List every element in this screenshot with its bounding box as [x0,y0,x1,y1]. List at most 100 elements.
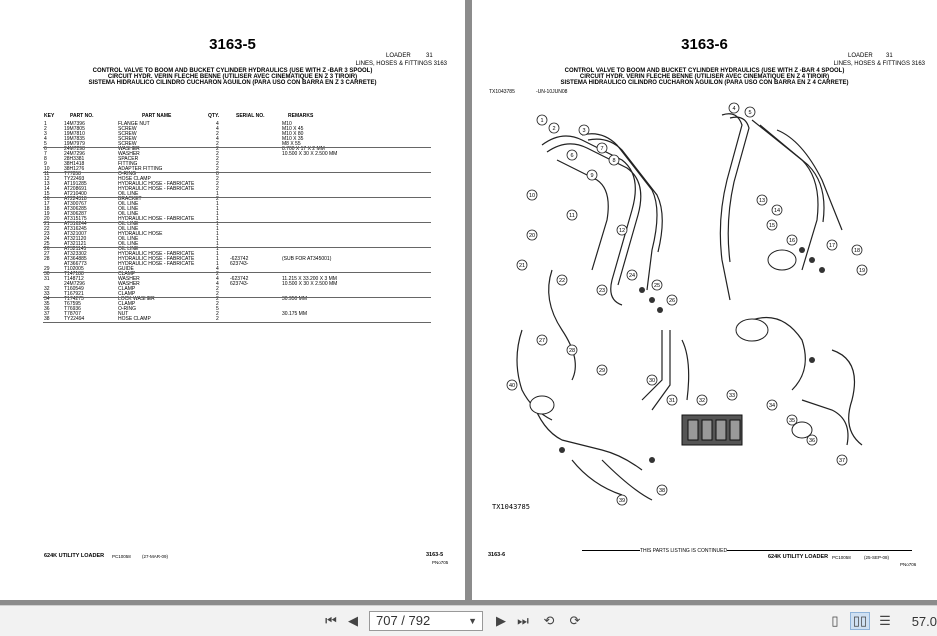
row-key: 36 [44,306,50,312]
row-part-no: T77858 [64,171,81,177]
row-key: 34 [44,296,50,302]
row-qty: 2 [216,291,219,297]
row-part-name: SCREW [118,131,137,137]
row-part-name: SCREW [118,136,137,142]
row-qty: 2 [216,311,219,317]
svg-text:11: 11 [569,213,575,219]
row-key: 12 [44,176,50,182]
row-part-name: OIL LINE [118,191,139,197]
subsection-label: LINES, HOSES & FITTINGS 3163 [355,61,447,67]
first-page-icon[interactable]: ⏮ [325,613,337,628]
row-key: 8 [44,156,47,162]
scroll-icon[interactable]: ☰ [879,613,891,628]
callout-5: 5 [744,106,756,118]
description-es: SISTEMA HIDRAULICO CILINDRO CUCHARON AGU… [560,80,849,86]
description-en: CONTROL VALVE TO BOOM AND BUCKET CYLINDE… [92,68,373,74]
row-qty: 4 [216,276,219,282]
row-part-no: 24M7296 [64,151,85,157]
row-key: 20 [44,216,50,222]
two-page-icon[interactable]: ▯▯ [850,612,870,630]
callout-10: 10 [526,189,538,201]
svg-text:25: 25 [654,283,660,289]
row-part-no: AT321120 [64,236,87,242]
row-key: 33 [44,291,50,297]
prev-page-icon[interactable]: ◀ [348,613,358,628]
svg-text:29: 29 [599,368,605,374]
illustration-id: TX1043785 [489,89,515,95]
row-part-name: NUT [118,311,129,317]
row-part-name: WASHER [118,281,140,287]
row-part-no: 38H1418 [64,161,85,167]
single-page-icon[interactable]: ▯ [831,613,839,628]
zoom-level[interactable]: 57.0 [911,614,937,629]
row-qty: 5 [216,306,219,312]
row-part-no: 24M7296 [64,281,85,287]
row-part-name: OIL LINE [118,206,139,212]
next-page-icon[interactable]: ▶ [496,613,506,628]
svg-text:34: 34 [769,403,775,409]
row-key: 38 [44,316,50,322]
row-remarks: M10 X 45 [282,126,304,132]
callout-18: 18 [851,244,863,256]
footer-date: (27-MAR-09) [142,554,169,559]
row-part-name: OIL LINE [118,236,139,242]
row-part-no: 19M7835 [64,136,85,142]
row-remarks: (SUB FOR AT345001) [282,256,332,262]
svg-text:21: 21 [519,263,525,269]
rotate-cw-icon[interactable]: ⟳ [569,613,581,628]
callout-28: 28 [566,344,578,356]
row-divider [43,172,431,173]
row-remarks: M8 X 55 [282,141,301,147]
row-part-name: OIL LINE [118,241,139,247]
row-key: 23 [44,231,50,237]
description-es: SISTEMA HIDRAULICO CILINDRO CUCHARON AGU… [88,80,377,86]
row-qty: 1 [216,206,219,212]
rotate-ccw-icon[interactable]: ⟲ [543,613,555,628]
row-qty: 1 [216,201,219,207]
document-viewport[interactable]: 3163-5 LOADER 31 LINES, HOSES & FITTINGS… [0,0,937,605]
row-key: 10 [44,166,50,172]
row-qty: 1 [216,246,219,252]
row-qty: 2 [216,196,219,202]
row-qty: 4 [216,121,219,127]
row-key: 27 [44,251,50,257]
callout-13: 13 [756,194,768,206]
row-qty: 4 [216,281,219,287]
svg-text:37: 37 [839,458,845,464]
callout-9: 9 [586,169,598,181]
footer-rule-right [742,546,912,551]
page-selector[interactable]: 707 / 792 ▼ [369,611,483,631]
callout-27: 27 [536,334,548,346]
svg-text:7: 7 [600,146,603,152]
callout-7: 7 [596,142,608,154]
svg-text:26: 26 [669,298,675,304]
row-qty: 2 [216,286,219,292]
row-part-name: ADAPTER FITTING [118,166,163,172]
row-qty: 1 [216,256,219,262]
section-label: LOADER [848,53,873,59]
row-remarks: M10 X 80 [282,131,304,137]
row-divider [43,147,431,148]
row-part-name: HYDRAULIC HOSE - FABRICATE [118,186,195,192]
column-part-name: PART NAME [142,113,172,119]
row-key: 28 [44,256,50,262]
last-page-icon[interactable]: ⏭ [517,613,529,628]
row-part-no: AT191285 [64,181,87,187]
section-label: LOADER [386,53,411,59]
row-part-no: AT306287 [64,211,87,217]
svg-text:3: 3 [582,128,585,134]
